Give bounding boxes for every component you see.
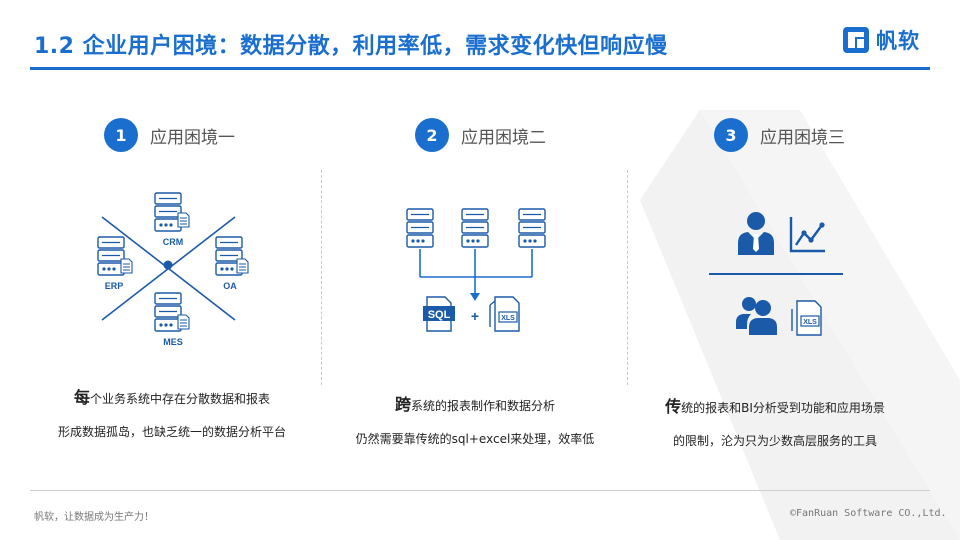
section-3-limited-bi-diagram: XLS <box>709 212 843 336</box>
server-icon <box>518 208 546 248</box>
step-number-badge: 2 <box>415 118 449 152</box>
lead-character: 跨 <box>394 395 411 414</box>
description-line-2: 形成数据孤岛，也缺乏统一的数据分析平台 <box>57 425 286 439</box>
lead-character: 传 <box>665 397 682 416</box>
oa-label: OA <box>223 281 237 291</box>
plus-sign: + <box>471 308 479 324</box>
xls-file-icon <box>489 296 520 332</box>
footer-divider <box>30 490 930 491</box>
section-2-cross-system-diagram: SQL + XLS <box>406 208 546 332</box>
mes-server-icon <box>154 292 190 332</box>
description-text: 个业务系统中存在分散数据和报表 <box>90 392 271 406</box>
section-divider <box>321 170 322 385</box>
oa-server-icon <box>215 236 249 276</box>
description-text: 统的报表和BI分析受到功能和应用场景 <box>681 401 885 415</box>
section-1-data-silo-diagram: CRM ERP OA MES <box>97 192 249 347</box>
section-1-header: 1 应用困境一 <box>104 118 235 152</box>
description-line-1: 传统的报表和BI分析受到功能和应用场景 <box>625 397 925 418</box>
section-2-header: 2 应用困境二 <box>415 118 546 152</box>
step-number-badge: 1 <box>104 118 138 152</box>
server-icon <box>406 208 434 248</box>
erp-label: ERP <box>105 281 124 291</box>
section-2-description: 跨系统的报表制作和数据分析 仍然需要靠传统的sql+excel来处理，效率低 <box>325 395 625 448</box>
sql-file-icon <box>423 296 455 332</box>
logo-text: 帆软 <box>876 29 920 53</box>
xls-file-icon <box>791 300 822 336</box>
erp-server-icon <box>97 236 133 276</box>
description-line-2: 的限制，沦为只为少数高层服务的工具 <box>672 434 877 448</box>
section-divider <box>627 170 628 385</box>
executive-user-icon <box>738 212 774 255</box>
crm-label: CRM <box>163 237 184 247</box>
description-line-1: 跨系统的报表制作和数据分析 <box>325 395 625 416</box>
brand-logo: 帆软 <box>842 24 920 56</box>
section-label: 应用困境三 <box>760 127 845 148</box>
line-chart-icon <box>789 217 825 253</box>
lead-character: 每 <box>73 388 90 407</box>
page-title: 1.2 企业用户困境：数据分散，利用率低，需求变化快但响应慢 <box>34 34 668 59</box>
title-underline <box>30 67 930 70</box>
description-text: 系统的报表制作和数据分析 <box>411 399 556 413</box>
section-3-description: 传统的报表和BI分析受到功能和应用场景 的限制，沦为只为少数高层服务的工具 <box>625 397 925 450</box>
user-group-icon <box>736 297 777 335</box>
description-line-1: 每个业务系统中存在分散数据和报表 <box>22 388 322 409</box>
xls-label: XLS <box>501 315 515 322</box>
server-icon <box>461 208 489 248</box>
section-1-description: 每个业务系统中存在分散数据和报表 形成数据孤岛，也缺乏统一的数据分析平台 <box>22 388 322 441</box>
hub-dot <box>163 260 173 270</box>
fanruan-logo-icon <box>843 27 869 53</box>
sql-label: SQL <box>428 309 451 321</box>
footer-copyright: ©FanRuan Software CO.,Ltd. <box>790 508 947 519</box>
section-label: 应用困境二 <box>461 127 546 148</box>
section-label: 应用困境一 <box>150 127 235 148</box>
description-line-2: 仍然需要靠传统的sql+excel来处理，效率低 <box>355 432 595 446</box>
step-number-badge: 3 <box>714 118 748 152</box>
xls-label: XLS <box>803 319 817 326</box>
mes-label: MES <box>163 337 183 347</box>
footer-slogan: 帆软，让数据成为生产力！ <box>34 512 154 523</box>
crm-server-icon <box>154 192 190 232</box>
section-3-header: 3 应用困境三 <box>714 118 845 152</box>
